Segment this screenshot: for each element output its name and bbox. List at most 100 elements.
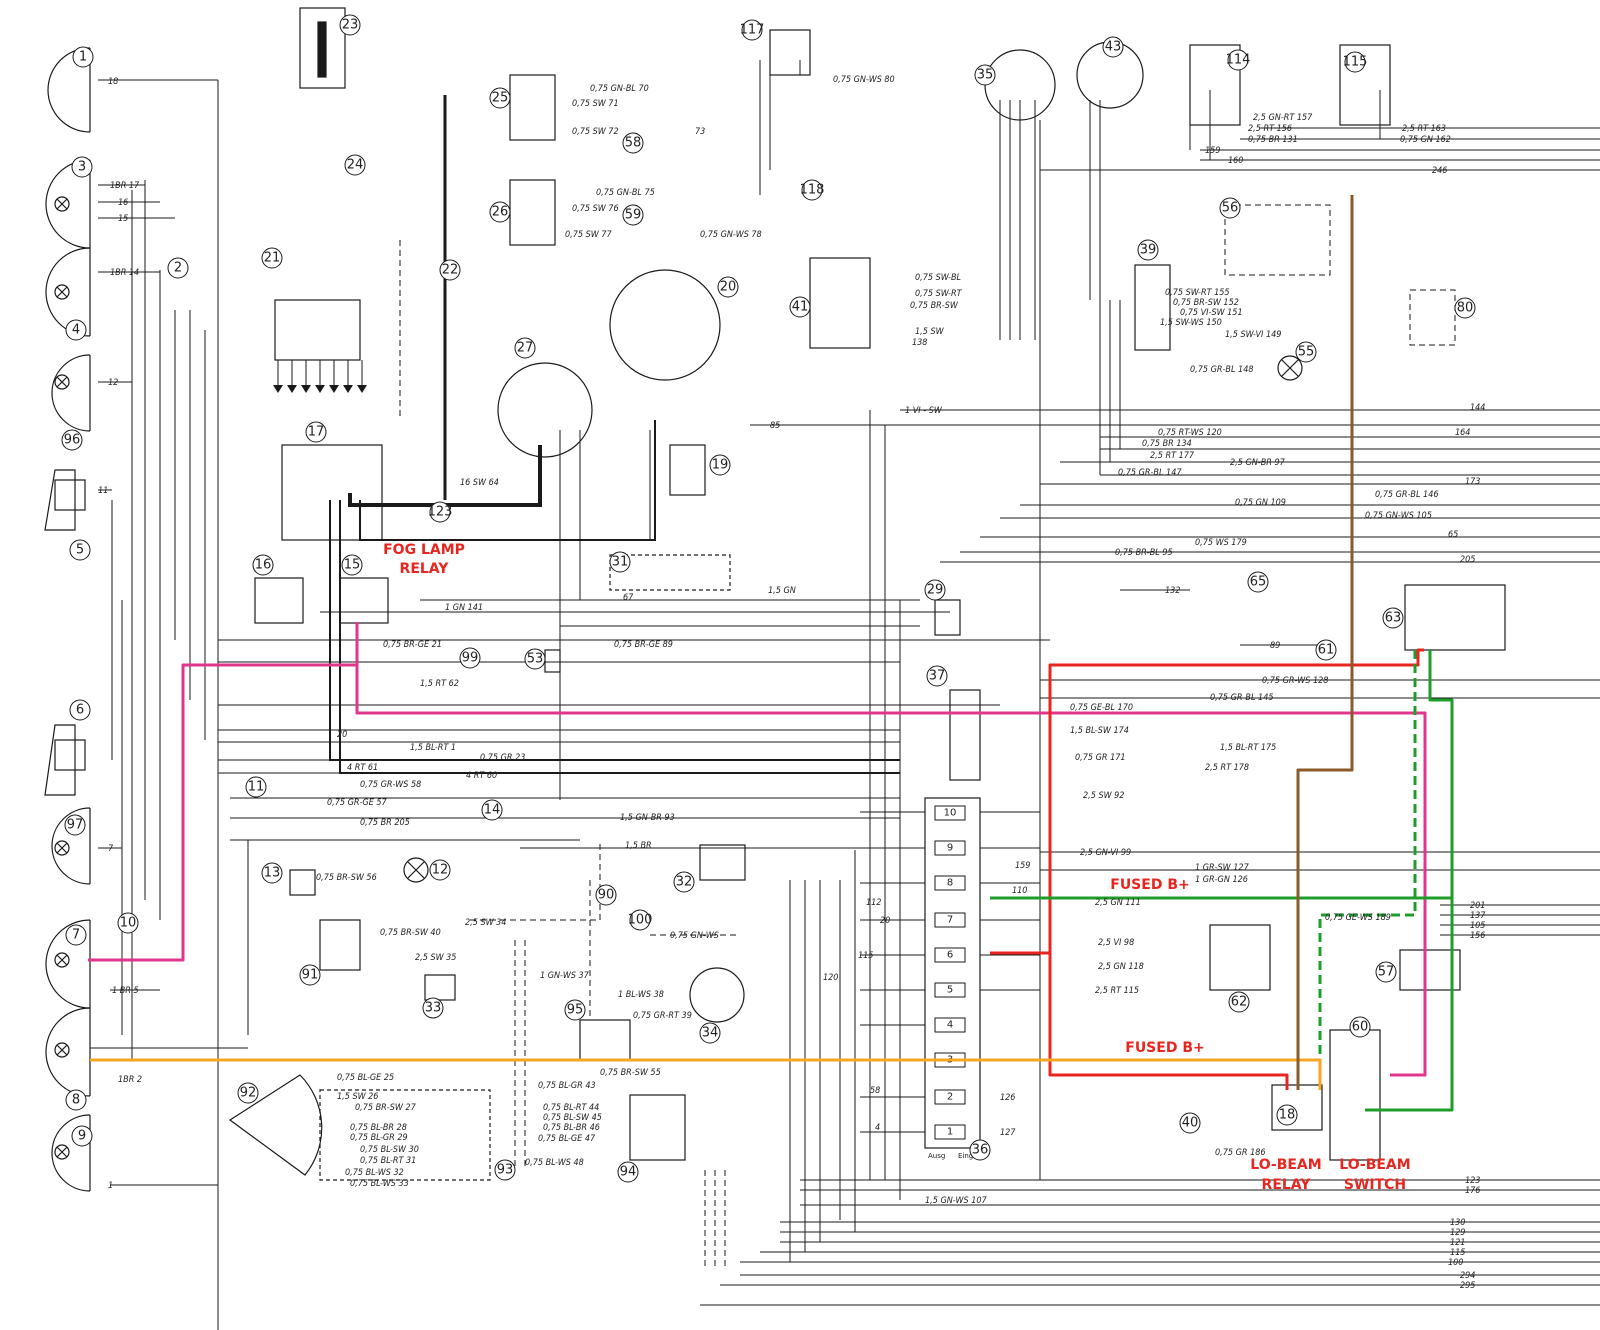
component-17: 17	[308, 425, 325, 440]
wire-label: 89	[1270, 641, 1280, 651]
component-53: 53	[527, 652, 544, 667]
component-14: 14	[484, 803, 501, 818]
component-25: 25	[492, 91, 509, 106]
wire-label: 12	[108, 378, 118, 388]
component-24: 24	[347, 158, 364, 173]
fused-b-plus-annotation-1: FUSED B+	[1110, 877, 1189, 893]
wire-label: 0,75 BR-SW 55	[600, 1068, 661, 1078]
wire-label: 110	[1012, 886, 1027, 896]
wire-label: 0,75 SW 77	[565, 230, 612, 240]
wire-label: 0,75 BL-WS 32	[345, 1168, 404, 1178]
wire-label: 0,75 SW-RT	[915, 289, 963, 299]
wire-label: 0,75 BR 131	[1248, 135, 1298, 145]
component-21: 21	[264, 251, 281, 266]
component-91: 91	[302, 968, 319, 983]
wire-label: 4 RT 60	[466, 771, 497, 781]
wire-label: 0,75 BR-SW 40	[380, 928, 441, 938]
wire-label: 295	[1460, 1281, 1475, 1291]
brown-wire	[1296, 195, 1354, 1090]
wire-label: 0,75 BR-SW 56	[316, 873, 377, 883]
component-6: 6	[76, 703, 84, 718]
wire-label: 2,5 SW 34	[465, 918, 506, 928]
wire-label: 205	[1460, 555, 1475, 565]
wire-label: 1,5 SW 26	[337, 1092, 378, 1102]
component-4: 4	[72, 323, 80, 338]
component-31: 31	[612, 555, 629, 570]
fuse-10: 10	[944, 808, 957, 819]
wire-label: 1,5 GN	[768, 586, 796, 596]
component-11: 11	[248, 780, 265, 795]
wire-label: 1,5 BR	[625, 841, 652, 851]
wire-label: 0,75 BR 205	[360, 818, 410, 828]
wire-label: 0,75 GN-BL 70	[590, 84, 649, 94]
wire-label: 0,75 BR 134	[1142, 439, 1192, 449]
wire-label: 2,5 SW 92	[1083, 791, 1124, 801]
wire-label: 0,75 BR-SW 27	[355, 1103, 417, 1113]
wire-label: 0,75 BL-GE 47	[538, 1134, 596, 1144]
wire-label: 100	[1448, 1258, 1463, 1268]
wire-label: 2,5 GN-RT 157	[1253, 113, 1313, 123]
wire-label: 2,5 VI 98	[1098, 938, 1134, 948]
fuse-8: 8	[947, 878, 953, 889]
component-2: 2	[174, 261, 182, 276]
wire-label: 2,5 GN 111	[1095, 898, 1141, 908]
component-34: 34	[702, 1026, 719, 1041]
component-1: 1	[79, 50, 87, 65]
wire-label: 0,75 GN-WS	[670, 931, 719, 941]
component-39: 39	[1140, 243, 1157, 258]
wire-label: 85	[770, 421, 780, 431]
wire-label: 126	[1000, 1093, 1015, 1103]
wire-label: 1,5 GN-WS 107	[925, 1196, 988, 1206]
component-32: 32	[676, 875, 693, 890]
wire-label: 0,75 GE-BL 170	[1070, 703, 1133, 713]
wire-label: 0,75 GR-BL 145	[1210, 693, 1274, 703]
wire-label: 67	[623, 593, 634, 603]
wire-label: 144	[1470, 403, 1485, 413]
orange-wire	[90, 1058, 1322, 1090]
wire-label: 0,75 SW-BL	[915, 273, 962, 283]
component-97: 97	[67, 818, 84, 833]
component-117: 117	[740, 23, 765, 38]
fuse-2: 2	[947, 1092, 953, 1103]
wire-label: 159	[1015, 861, 1030, 871]
component-56: 56	[1222, 201, 1239, 216]
fuse-box: 10 9 8 7 6 5 4 3 2 1 Ausg Eing	[928, 805, 973, 1160]
component-58: 58	[625, 136, 642, 151]
fog-lamp-relay-annotation-line1: FOG LAMP	[383, 542, 465, 558]
component-13: 13	[264, 866, 281, 881]
fuse-1: 1	[947, 1127, 953, 1138]
wire-label: 0,75 GN-WS 80	[833, 75, 895, 85]
component-8: 8	[72, 1093, 80, 1108]
wire-label: 2,5 RT 163	[1402, 124, 1446, 134]
component-96: 96	[64, 433, 81, 448]
component-43: 43	[1105, 40, 1122, 55]
wire-label: 1 BL-WS 38	[618, 990, 664, 1000]
wire-label: 2,5 GN-BR 97	[1230, 458, 1286, 468]
component-62: 62	[1231, 995, 1248, 1010]
wire-label: 115	[1450, 1248, 1465, 1258]
wire-label: 2,5 RT 177	[1150, 451, 1195, 461]
wire-label: 1,5 BL-RT 1	[410, 743, 456, 753]
wire-label: 0,75 BR-GE 21	[383, 640, 442, 650]
wire-label: 0,75 BR-GE 89	[614, 640, 673, 650]
wire-label: 65	[1448, 530, 1458, 540]
component-7: 7	[72, 928, 80, 943]
wire-label: 2,5 GN 118	[1098, 962, 1144, 972]
wire-label: 0,75 GR 186	[1215, 1148, 1266, 1158]
wire-label: 0,75 GR-WS 128	[1262, 676, 1328, 686]
wire-label: 0,75 GR 23	[480, 753, 525, 763]
fuse-6: 6	[947, 950, 953, 961]
component-3: 3	[78, 160, 86, 175]
wire-label: 0,75 RT-WS 120	[1158, 428, 1222, 438]
wire-label: 1 GR-SW 127	[1195, 863, 1250, 873]
component-59: 59	[625, 208, 642, 223]
fuse-box-outline	[924, 797, 981, 1149]
component-15: 15	[344, 558, 361, 573]
wire-label: 0,75 WS 179	[1195, 538, 1247, 548]
wire-label: 112	[866, 898, 881, 908]
switch-60-box	[1329, 1029, 1381, 1161]
component-labels: 1 2 3 4 5 6 7 8 9 10 11 12 13 14 15 16 1…	[61, 14, 1476, 1183]
dashed-wiring	[399, 204, 1456, 1270]
component-20: 20	[720, 280, 737, 295]
